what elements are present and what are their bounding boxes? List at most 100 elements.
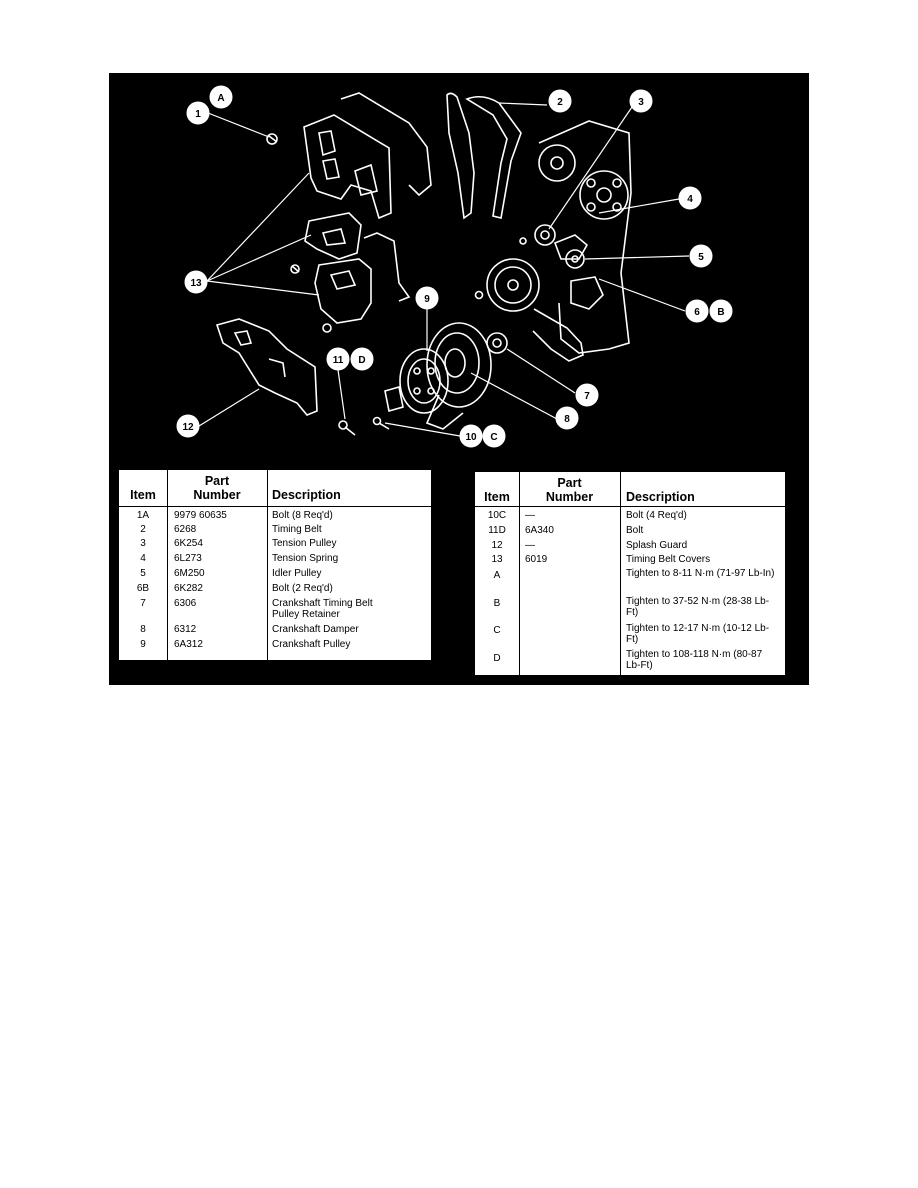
- table-cell: 6A312: [174, 639, 203, 650]
- table-cell: Tension Pulley: [272, 538, 337, 549]
- table-row: B: [493, 598, 501, 609]
- table-cell: Tighten to 12-17 N·m (10-12 Lb-Ft): [626, 623, 770, 645]
- svg-text:7: 7: [584, 391, 590, 402]
- table-cell: Timing Belt Covers: [626, 554, 711, 565]
- callout-12: 12: [176, 414, 200, 438]
- table-row: 9: [140, 639, 146, 650]
- leader-lines: [198, 102, 690, 437]
- table-cell: Crankshaft Pulley: [272, 639, 351, 650]
- table-cell: 6K254: [174, 538, 203, 549]
- svg-text:10: 10: [465, 432, 477, 443]
- crankshaft-pulley-part: [399, 348, 449, 414]
- table-cell: Timing Belt: [272, 524, 322, 535]
- svg-text:8: 8: [564, 414, 570, 425]
- bolt-1-part: [266, 133, 278, 145]
- table-row: 3: [140, 538, 146, 549]
- pulley-retainer-part: [486, 332, 508, 354]
- timing-belt-part: [446, 92, 475, 220]
- callout-13: 13: [184, 270, 208, 294]
- table-cell: 6K282: [174, 583, 203, 594]
- table-header: [475, 472, 785, 507]
- svg-text:12: 12: [182, 422, 194, 433]
- table-cell: Crankshaft Damper: [272, 624, 359, 635]
- table-cell: Splash Guard: [626, 540, 688, 551]
- idler-pulley-part: [565, 249, 585, 269]
- header-number: Number: [545, 490, 594, 504]
- callout-2: 2: [548, 89, 572, 113]
- callouts: 1 A 2 3 4 5 6 B 7 8 9 10 C 11 D 12 13: [176, 85, 733, 448]
- crankshaft-sprocket: [474, 258, 540, 312]
- callout-11: 11: [326, 347, 350, 371]
- header-part: Part: [557, 476, 582, 490]
- callout-C: C: [482, 424, 506, 448]
- callout-3: 3: [629, 89, 653, 113]
- bolt-10-part: [372, 385, 404, 430]
- table-cell: Tighten to 37-52 N·m (28-38 Lb-Ft): [626, 596, 770, 618]
- table-cell: —: [525, 510, 535, 521]
- tension-pulley-part: [519, 224, 556, 246]
- svg-text:D: D: [358, 355, 365, 366]
- callout-9: 9: [415, 286, 439, 310]
- table-cell: 6L273: [174, 553, 202, 564]
- bolt-11-part: [338, 420, 356, 436]
- table-cell: 6312: [174, 624, 197, 635]
- splash-guard-part: [215, 318, 318, 416]
- table-row: 4: [140, 553, 146, 564]
- table-cell: Bolt (2 Req'd): [272, 583, 333, 594]
- callout-8: 8: [555, 406, 579, 430]
- svg-text:9: 9: [424, 294, 430, 305]
- table-row: 7: [140, 598, 146, 609]
- table-cell: 6306: [174, 598, 197, 609]
- svg-text:B: B: [717, 307, 724, 318]
- table-cell: Bolt (8 Req'd): [272, 510, 333, 521]
- svg-text:1: 1: [195, 109, 201, 120]
- table-row: 1A: [136, 510, 150, 521]
- table-cell: 6268: [174, 524, 197, 535]
- header-item: Item: [484, 490, 510, 504]
- callout-D: D: [350, 347, 374, 371]
- svg-text:C: C: [490, 432, 497, 443]
- table-cell: Idler Pulley: [272, 568, 322, 579]
- svg-text:3: 3: [638, 97, 644, 108]
- table-cell: Tighten to 8-11 N·m (71-97 Lb-In): [626, 568, 775, 579]
- upper-timing-cover: [303, 114, 392, 220]
- table-cell: 6M250: [174, 568, 205, 579]
- header-item: Item: [130, 488, 156, 502]
- table-row: D: [493, 653, 501, 664]
- callout-6: 6: [685, 299, 709, 323]
- svg-text:A: A: [217, 93, 224, 104]
- callout-A: A: [209, 85, 233, 109]
- table-cell: —: [525, 540, 535, 551]
- table-cell: Bolt (4 Req'd): [626, 510, 687, 521]
- table-cell: 6019: [525, 554, 548, 565]
- svg-text:11: 11: [333, 355, 344, 366]
- callout-7: 7: [575, 383, 599, 407]
- parts-table-right: Item Part Number Description 10C — Bolt …: [474, 471, 786, 676]
- table-row: C: [493, 625, 501, 636]
- header-description: Description: [272, 488, 341, 502]
- callout-4: 4: [678, 186, 702, 210]
- engine-head: [538, 120, 632, 354]
- table-cell: Crankshaft Timing Belt Pulley Retainer: [272, 598, 373, 620]
- table-row: 2: [140, 524, 146, 535]
- svg-text:5: 5: [698, 252, 704, 263]
- table-cell: 6A340: [525, 525, 554, 536]
- lower-timing-cover: [314, 258, 372, 324]
- callout-B: B: [709, 299, 733, 323]
- table-row: 6B: [136, 583, 150, 594]
- callout-1: 1: [186, 101, 210, 125]
- table-cell: 9979 60635: [174, 510, 227, 521]
- table-cell: Bolt: [626, 525, 644, 536]
- callout-5: 5: [689, 244, 713, 268]
- crankshaft-damper-part: [425, 322, 492, 430]
- exploded-view-drawing: 1 A 2 3 4 5 6 B 7 8 9 10 C 11 D 12 13: [176, 85, 733, 448]
- table-row: 11D: [488, 525, 506, 536]
- svg-text:6: 6: [694, 307, 700, 318]
- table-header: [119, 470, 431, 507]
- table-row: 13: [491, 554, 503, 565]
- parts-table-left: Item Part Number Description 1A 9979 606…: [118, 469, 432, 661]
- middle-timing-cover: [304, 212, 362, 260]
- table-row: 10C: [487, 510, 507, 521]
- table-row: 8: [140, 624, 146, 635]
- table-cell: Tighten to 108-118 N·m (80-87 Lb-Ft): [626, 649, 763, 671]
